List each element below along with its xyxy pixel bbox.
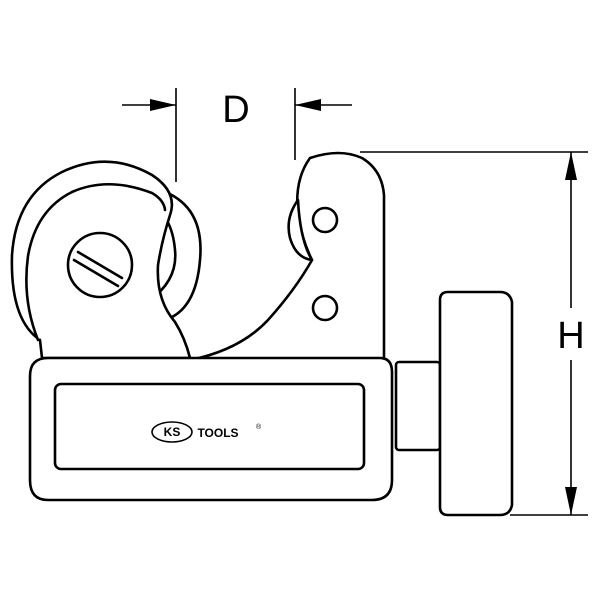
cutting-wheel-slot-b xyxy=(72,258,120,288)
frame-inner-panel xyxy=(53,382,366,471)
cutting-wheel-slot-a xyxy=(76,250,124,280)
knob-shaft xyxy=(394,360,442,452)
knurled-knob xyxy=(438,290,514,517)
logo-ks: KS xyxy=(164,425,181,439)
d-label: D xyxy=(222,89,249,131)
roller-pin-lower xyxy=(311,294,339,322)
h-arrow-bottom xyxy=(565,487,577,515)
right-jaw-body xyxy=(188,151,386,362)
roller-pin-upper xyxy=(311,206,339,234)
right-jaw xyxy=(188,151,386,362)
adjustment-knob xyxy=(394,290,514,517)
d-arrow-right xyxy=(295,99,321,111)
logo-registered: ® xyxy=(256,423,262,431)
hook-arm xyxy=(10,160,192,360)
logo-tools: TOOLS xyxy=(197,426,238,440)
dimension-h: H xyxy=(360,151,588,516)
dimension-d: D xyxy=(122,88,352,182)
h-arrow-top xyxy=(565,152,577,180)
d-arrow-left xyxy=(150,99,176,111)
h-label: H xyxy=(557,315,584,357)
roller-edge xyxy=(287,198,314,262)
ks-tools-logo: KS TOOLS ® xyxy=(151,421,262,443)
logo-oval xyxy=(151,421,193,443)
lower-frame xyxy=(28,356,394,502)
